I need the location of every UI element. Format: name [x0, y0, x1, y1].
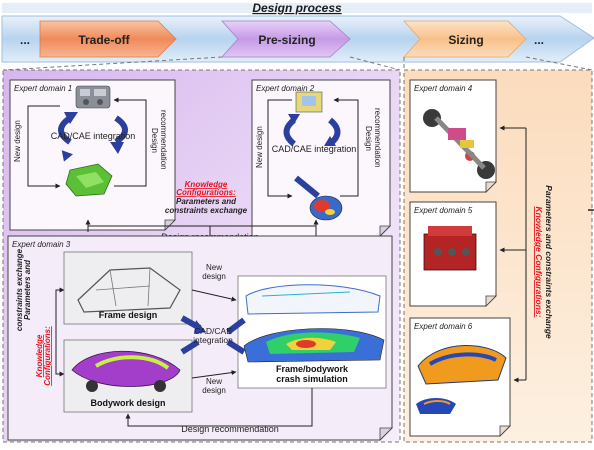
stage-trade-off-label: Trade-off — [78, 33, 130, 47]
knowledge-configurations-center: Knowledge Configurations: Parameters and… — [165, 180, 248, 215]
domain-1-rec-1: Design — [150, 128, 159, 153]
fea-part-image — [309, 195, 343, 221]
knowledge-right-1: Knowledge Configurations: — [534, 207, 544, 318]
crash-label-2: crash simulation — [276, 374, 348, 384]
knowledge-center-2: Configurations: — [176, 188, 236, 197]
knowledge-left-4: constraints exchange — [15, 248, 24, 331]
domain-1-cad: CAD/CAE integration — [51, 131, 136, 141]
domain-2-cad: CAD/CAE integration — [272, 144, 357, 154]
bracket-part-image — [295, 91, 323, 113]
domain-2-rec-2: recommendation — [373, 108, 382, 168]
expert-domain-2: Expert domain 2 CAD/CAE integration New … — [251, 79, 391, 237]
domain-1-rec-2: recommendation — [159, 110, 168, 170]
loop-arrow-left-1 — [58, 115, 72, 145]
zoom-line-mid — [349, 56, 401, 71]
stage-trade-off[interactable]: Trade-off — [39, 20, 177, 58]
expert-domain-1: Expert domain 1 CAD/CAE integration New … — [9, 79, 176, 231]
domain-2-title: Expert domain 2 — [256, 84, 315, 93]
new-design-top-2: design — [202, 272, 226, 281]
domain-1-new-design: New design — [13, 120, 22, 162]
expert-domain-4: Expert domain 4 — [409, 79, 497, 193]
new-design-bottom-1: New — [206, 377, 222, 386]
expert-domain-3: Expert domain 3 Knowledge Configurations… — [7, 235, 393, 441]
cad-line-1: CAD/CAE — [194, 326, 232, 336]
knowledge-center-3: Parameters and — [176, 197, 237, 206]
frame-design-panel: Frame design — [63, 251, 193, 325]
engine-image — [423, 226, 477, 271]
knowledge-left-1: Knowledge — [35, 334, 44, 377]
new-design-top-1: New — [206, 263, 222, 272]
bodywork-design-panel: Bodywork design — [63, 339, 193, 413]
ellipsis-left: ... — [20, 33, 30, 47]
crash-label-1: Frame/bodywork — [276, 364, 349, 374]
domain-5-title: Expert domain 5 — [414, 206, 473, 215]
new-design-bottom-2: design — [202, 386, 226, 395]
ellipsis-right: ... — [534, 33, 544, 47]
domain-2-rec-1: Design — [364, 126, 373, 151]
stage-sizing[interactable]: Sizing — [403, 20, 527, 58]
design-recommendation-bottom: Design recommendation — [181, 424, 279, 434]
stage-pre-sizing[interactable]: Pre-sizing — [221, 20, 351, 58]
knowledge-configurations-left: Knowledge Configurations: Parameters and… — [15, 248, 52, 385]
domain-3-title: Expert domain 3 — [12, 240, 71, 249]
expert-domain-6: Expert domain 6 — [409, 317, 511, 437]
crash-simulation-panel: Frame/bodywork crash simulation — [237, 275, 387, 389]
frame-design-label: Frame design — [99, 310, 158, 320]
stage-pre-sizing-label: Pre-sizing — [258, 33, 315, 47]
expert-domain-5: Expert domain 5 — [409, 201, 497, 307]
domain-1-title: Expert domain 1 — [14, 84, 72, 93]
suspension-image — [423, 109, 495, 179]
bodywork-design-label: Bodywork design — [90, 398, 165, 408]
domain-2-new-design: New design — [255, 126, 264, 168]
title-band — [2, 3, 592, 13]
race-car-image — [416, 344, 507, 414]
knowledge-right-2: Parameters and constraints exchange — [544, 185, 554, 339]
knowledge-center-1: Knowledge — [185, 180, 228, 189]
green-part-image — [65, 163, 113, 197]
stage-sizing-label: Sizing — [448, 33, 483, 47]
domain-4-title: Expert domain 4 — [414, 84, 473, 93]
knowledge-left-2: Configurations: — [43, 326, 52, 386]
zoom-line-left — [3, 56, 223, 71]
cad-line-2: integration — [193, 335, 233, 345]
zoom-line-sizing-right — [525, 56, 593, 71]
engine-part-image — [75, 85, 111, 109]
process-title: Design process — [252, 1, 342, 15]
connector-d1-d2 — [87, 225, 317, 238]
loop-arrow-right-1 — [114, 115, 128, 145]
knowledge-center-4: constraints exchange — [165, 206, 248, 215]
knowledge-left-3: Parameters and — [23, 259, 32, 320]
domain-6-title: Expert domain 6 — [414, 322, 473, 331]
knowledge-configurations-right: Knowledge Configurations: Parameters and… — [534, 185, 554, 339]
